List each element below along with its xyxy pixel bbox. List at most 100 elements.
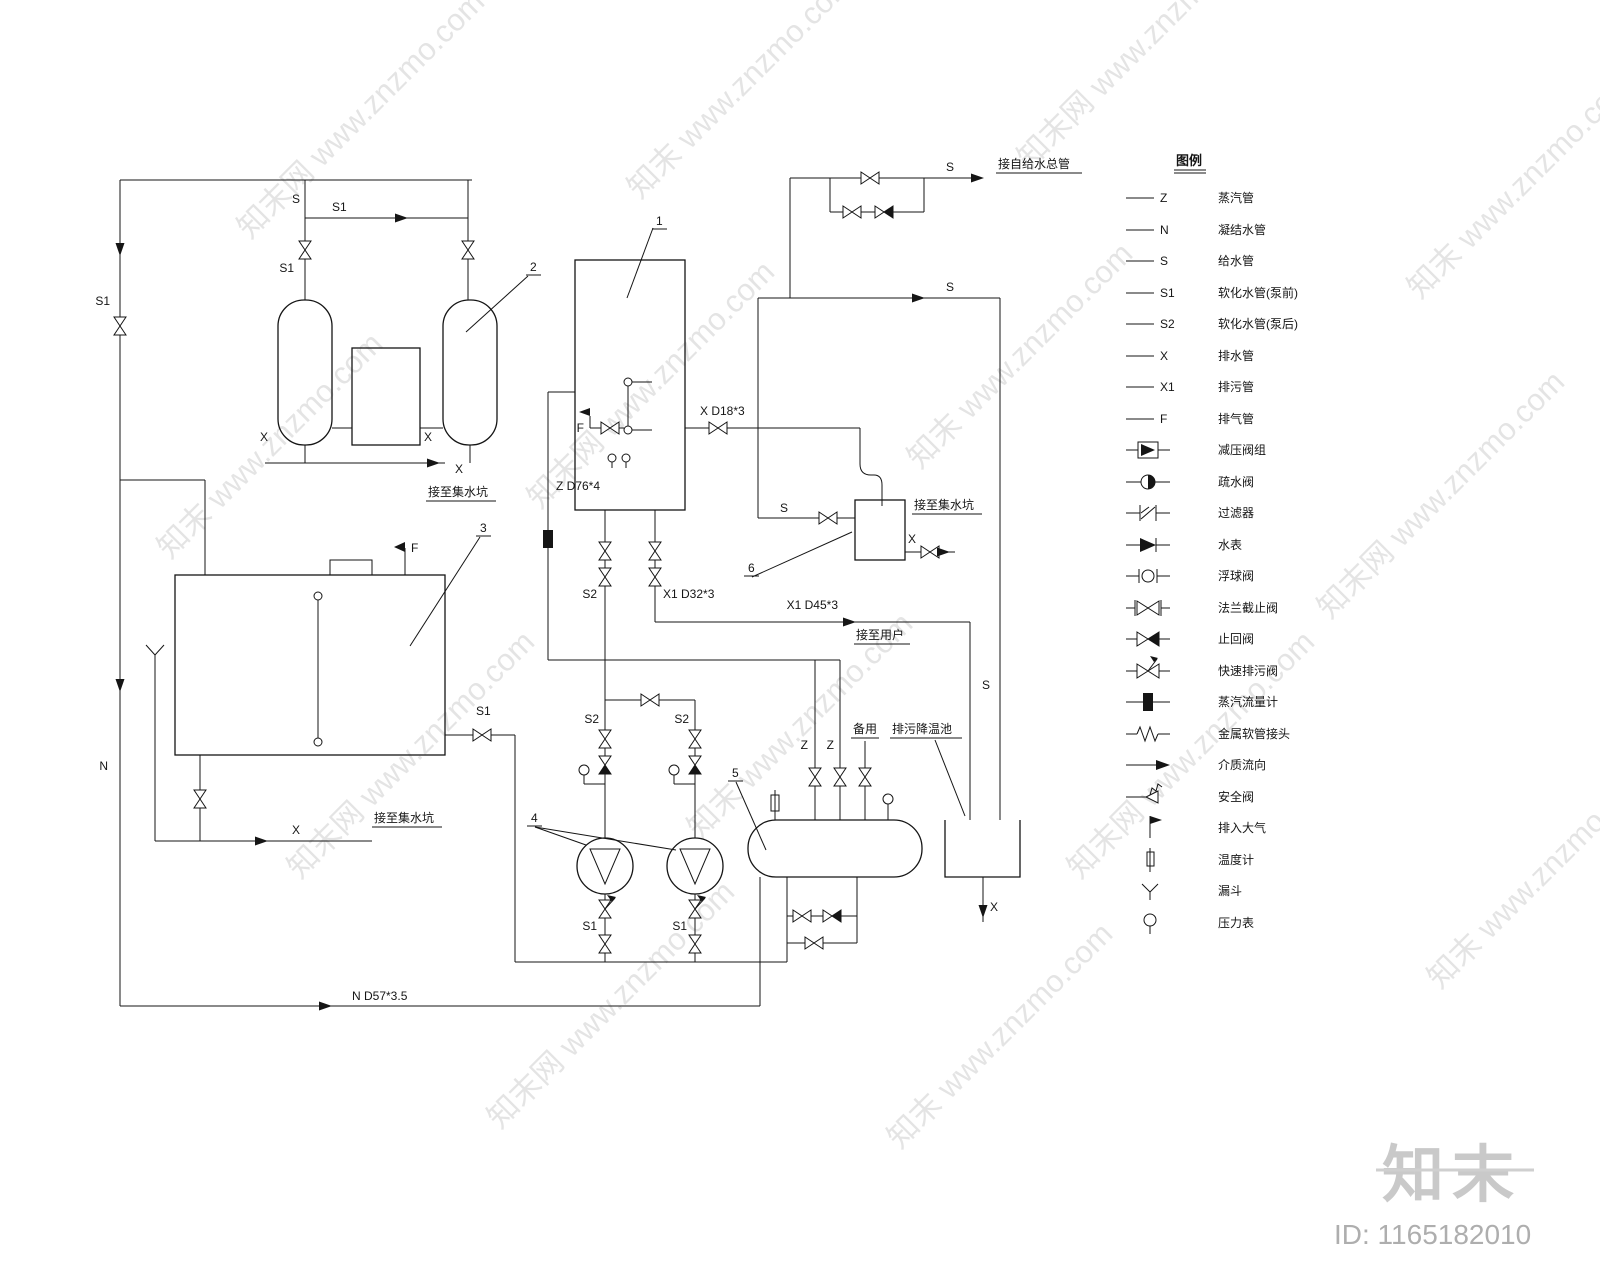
pipe-tag: X xyxy=(260,430,268,444)
legend-row: X1 排污管 xyxy=(1126,379,1254,394)
gauge-top-icon xyxy=(313,591,323,601)
salt-tank xyxy=(351,347,421,446)
stop-valve-icon xyxy=(804,936,824,950)
legend-row: F 排气管 xyxy=(1126,411,1254,426)
watermark-text: 知末 www.znzmo.com xyxy=(1420,756,1600,995)
legend-label: 水表 xyxy=(1218,538,1242,552)
legend-label: 蒸汽管 xyxy=(1218,190,1254,205)
watermark-text: 知末 www.znzmo.com xyxy=(900,236,1139,475)
watermark-text: 知末 www.znzmo.com xyxy=(620,0,859,205)
check-valve-icon xyxy=(1126,631,1170,647)
watermark-text: 知末网 www.znzmo.com xyxy=(480,874,741,1135)
watermark-text: 知末网 www.znzmo.com xyxy=(520,254,781,515)
pipe-tag: S xyxy=(982,678,990,692)
callout-number: 6 xyxy=(748,561,755,575)
legend-code: S1 xyxy=(1160,286,1175,300)
metal-hose-joint-icon xyxy=(1126,725,1170,743)
water-meter-icon xyxy=(1126,538,1170,552)
legend-row: N 凝结水管 xyxy=(1126,222,1266,237)
pressure-reducing-valve-icon xyxy=(874,205,894,219)
thermometer-icon xyxy=(1146,848,1155,872)
note-to-sump: 接至集水坑 xyxy=(914,497,974,512)
image-id: ID: 1165182010 xyxy=(1334,1219,1531,1250)
legend-label: 过滤器 xyxy=(1218,506,1254,520)
stop-valve-icon xyxy=(708,421,728,435)
legend-row: 止回阀 xyxy=(1126,631,1254,647)
boiler-level-gauge xyxy=(623,377,652,435)
stop-valve-icon xyxy=(860,171,880,185)
legend-label: 减压阀组 xyxy=(1218,443,1266,457)
pipe-tag: X xyxy=(908,532,916,546)
stop-valve-icon xyxy=(640,693,660,707)
legend-row: 快速排污阀 xyxy=(1126,656,1278,679)
callout-number: 1 xyxy=(656,214,663,228)
stop-valve-icon xyxy=(648,567,662,587)
pipe-tag: S xyxy=(292,192,300,206)
legend-label: 漏斗 xyxy=(1218,884,1242,898)
water-tank xyxy=(174,574,446,756)
legend-label: 止回阀 xyxy=(1218,632,1254,646)
legend-code: S2 xyxy=(1160,317,1175,331)
watermark-text: 知末网 www.znzmo.com xyxy=(1060,624,1321,885)
legend-code: Z xyxy=(1160,191,1167,205)
legend-title: 图例 xyxy=(1176,153,1202,168)
note-to-sump: 接至集水坑 xyxy=(428,484,488,499)
pipe-tag: X xyxy=(990,900,998,914)
stop-valve-icon xyxy=(818,511,838,525)
legend-label: 给水管 xyxy=(1218,253,1254,268)
legend-label: 软化水管(泵前) xyxy=(1218,285,1298,300)
watermark-text: 知末 www.znzmo.com xyxy=(1400,66,1600,305)
stop-valve-icon xyxy=(472,728,492,742)
piping-lines xyxy=(119,177,1001,1007)
safety-valve-icon xyxy=(1126,783,1163,804)
legend-code: X1 xyxy=(1160,380,1175,394)
legend-code: S xyxy=(1160,254,1168,268)
legend-label: 浮球阀 xyxy=(1218,569,1254,583)
pipe-tag: S2 xyxy=(584,712,599,726)
legend-row: 金属软管接头 xyxy=(1126,725,1290,743)
vent-to-atmosphere-icon xyxy=(1149,816,1162,838)
pipe-tag: X xyxy=(455,462,463,476)
pipe-tag: S1 xyxy=(95,294,110,308)
quick-blowdown-valve-icon xyxy=(688,895,706,919)
pipe-tag: S xyxy=(946,280,954,294)
legend-label: 金属软管接头 xyxy=(1218,726,1290,741)
pipe-tag: S1 xyxy=(672,919,687,933)
legend-label: 疏水阀 xyxy=(1218,474,1254,489)
pipe-tag: S2 xyxy=(674,712,689,726)
flanged-stop-valve-icon xyxy=(1126,600,1170,616)
legend-row: Z 蒸汽管 xyxy=(1126,190,1254,205)
legend-label: 安全阀 xyxy=(1218,789,1254,804)
watermark-text: 知末网 www.znzmo.com xyxy=(1010,0,1271,175)
note-standby: 备用 xyxy=(853,722,877,736)
stop-valve-icon xyxy=(688,729,702,749)
boiler xyxy=(574,259,686,511)
watermark-layer: 知末网 www.znzmo.com 知末 www.znzmo.com 知末网 w… xyxy=(150,0,1600,1155)
pipe-tag: S1 xyxy=(279,261,294,275)
valves xyxy=(113,171,940,954)
stop-valve-icon xyxy=(113,316,127,336)
callout-number: 4 xyxy=(531,811,538,825)
legend-row: 安全阀 xyxy=(1126,783,1254,804)
legend: 图例 Z 蒸汽管 N 凝结水管 S 给水管 S1 软化水管(泵前) S2 软化水… xyxy=(1126,153,1298,934)
legend-row: S2 软化水管(泵后) xyxy=(1126,316,1298,331)
spec-label: N D57*3.5 xyxy=(352,989,408,1003)
feed-pump-2 xyxy=(666,837,724,895)
stop-valve-icon xyxy=(461,240,475,260)
spec-label: X1 D32*3 xyxy=(663,587,715,601)
pipe-tag: S xyxy=(780,501,788,515)
legend-row: X 排水管 xyxy=(1126,348,1254,363)
watermark-text: 知末 www.znzmo.com xyxy=(880,916,1119,1155)
legend-row: 减压阀组 xyxy=(1126,441,1266,459)
steam-flowmeter-icon xyxy=(543,530,553,548)
diagram-labels: 接自给水总管 接至集水坑 接至集水坑 接至集水坑 接至用户 备用 排污降温池 X… xyxy=(95,156,1082,1003)
legend-row: 温度计 xyxy=(1146,848,1254,872)
note-blowdown-pool: 排污降温池 xyxy=(892,722,952,736)
softener-tank-2 xyxy=(442,299,498,446)
float-valve-icon xyxy=(1126,569,1170,583)
legend-label: 蒸汽流量计 xyxy=(1218,694,1278,709)
legend-code: F xyxy=(1160,412,1167,426)
stop-valve-icon xyxy=(598,567,612,587)
callout-leaders xyxy=(409,227,966,851)
stop-valve-icon xyxy=(598,729,612,749)
